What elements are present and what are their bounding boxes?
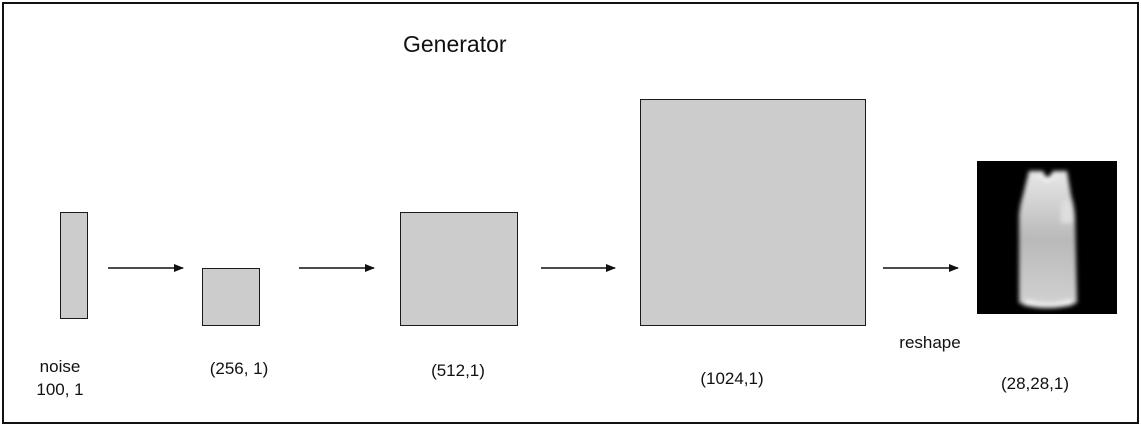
diagram-title: Generator <box>403 31 507 57</box>
dense-256-label: (256, 1) <box>209 359 269 378</box>
noise-label-line2: 100, 1 <box>36 380 84 399</box>
noise-label: noise 100, 1 <box>28 355 92 401</box>
dense-1024-layer-block <box>640 99 866 326</box>
reshape-label: reshape <box>899 333 961 352</box>
generated-clothing-image <box>977 161 1117 314</box>
dense-512-label: (512,1) <box>431 361 485 380</box>
output-shape-label: (28,28,1) <box>1000 374 1070 393</box>
dense-256-layer-block <box>202 268 260 326</box>
dense-1024-label: (1024,1) <box>700 369 764 388</box>
noise-label-line1: noise <box>39 357 81 376</box>
dense-512-layer-block <box>400 212 518 326</box>
noise-layer-block <box>60 212 88 319</box>
